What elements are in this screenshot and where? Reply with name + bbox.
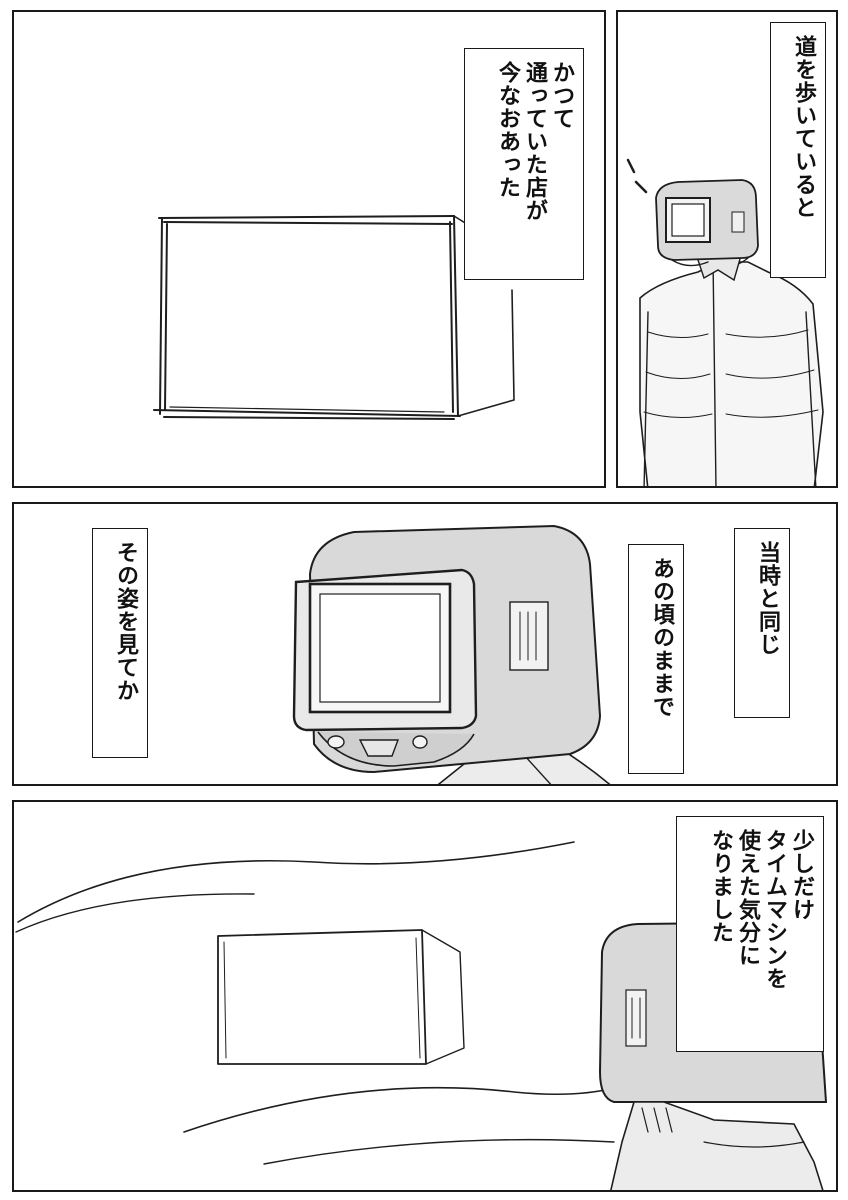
caption-line: 今なおあった <box>495 61 520 199</box>
panel-closeup: 当時と同じ あの頃のままで その姿を見てか <box>12 502 838 786</box>
panel-timemachine: 少しだけ タイムマシンを 使えた気分に なりました <box>12 800 838 1192</box>
store-building-drawing <box>153 215 515 420</box>
caption-line: 道を歩いていると <box>791 35 816 219</box>
caption-line: なりました <box>708 829 733 944</box>
panel-walking: 道を歩いていると <box>616 10 838 488</box>
caption-line: かつて <box>549 61 574 130</box>
caption-line: 少しだけ <box>789 829 814 921</box>
caption-line: 当時と同じ <box>755 541 780 656</box>
caption-line: 使えた気分に <box>735 829 760 967</box>
panel-store: かつて 通っていた店が 今なおあった <box>12 10 606 488</box>
caption-line: 通っていた店が <box>522 61 547 222</box>
walking-caption: 道を歩いていると <box>770 22 826 278</box>
caption-line: その姿を見てか <box>113 541 138 702</box>
caption-line: タイムマシンを <box>762 829 787 990</box>
timemachine-caption: 少しだけ タイムマシンを 使えた気分に なりました <box>676 816 824 1052</box>
closeup-caption-3: その姿を見てか <box>92 528 148 758</box>
tv-head-closeup-drawing <box>292 524 611 784</box>
closeup-caption-2: あの頃のままで <box>628 544 684 774</box>
store-caption: かつて 通っていた店が 今なおあった <box>464 48 584 280</box>
closeup-caption-1: 当時と同じ <box>734 528 790 718</box>
caption-line: あの頃のままで <box>649 557 674 718</box>
tv-head-figure-drawing <box>626 158 824 486</box>
